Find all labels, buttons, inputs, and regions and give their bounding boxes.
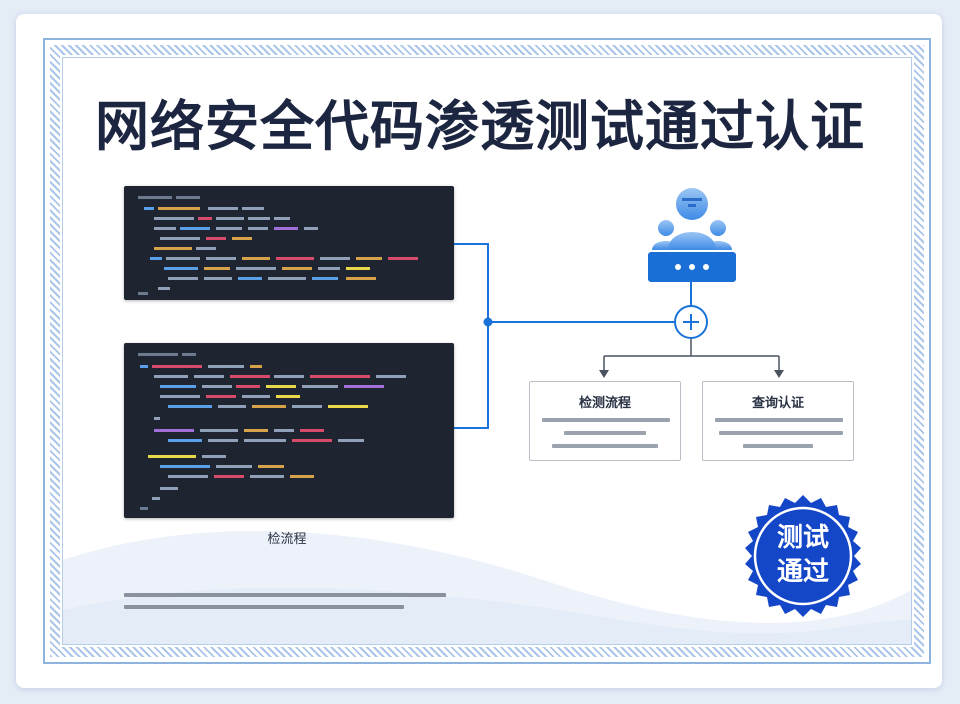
seal-line-1: 测试 <box>776 523 829 553</box>
certificate-inner-border <box>62 57 912 645</box>
seal-line-2: 通过 <box>776 557 829 587</box>
background-wave <box>63 470 911 644</box>
process-box-title: 检测流程 <box>578 396 631 411</box>
code-lines-top <box>138 196 418 295</box>
code-caption: 检流程 <box>267 532 307 547</box>
process-box-detection: 检测流程 <box>529 381 681 461</box>
code-lines-bottom <box>138 353 406 510</box>
code-panel-top <box>124 186 454 300</box>
page-title: 网络安全代码渗透测试通过认证 <box>95 95 865 158</box>
plus-circle-icon <box>674 305 708 339</box>
process-box-certification: 查询认证 <box>702 381 854 461</box>
seal-badge-icon <box>740 493 866 619</box>
server-with-users-icon <box>644 182 740 282</box>
certificate-outer-border <box>43 38 931 664</box>
seal-text: 测试 通过 <box>740 521 866 589</box>
process-box-title: 查询认证 <box>751 396 804 411</box>
code-panel-bottom <box>124 343 454 518</box>
